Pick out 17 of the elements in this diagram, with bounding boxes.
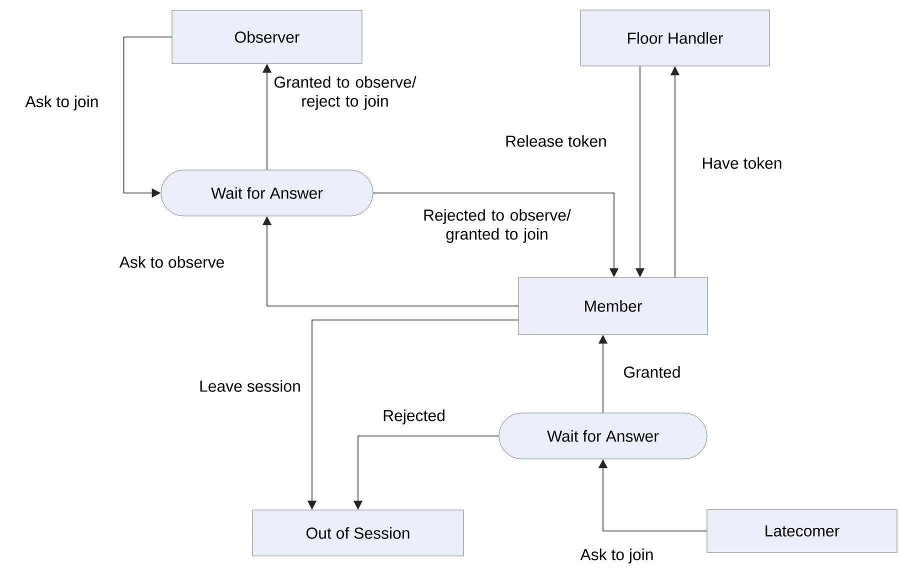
edge-label: Ask to join [580,548,653,564]
wait-state-pill: Wait for Answer [498,412,708,460]
edge-label: Granted to observe/ reject to join [274,76,416,110]
edge-label: Leave session [200,380,300,392]
edge-label: Granted [624,366,680,378]
edge-label: Rejected [384,410,444,424]
state-box: Out of Session [252,510,464,556]
wait-state-pill: Wait for Answer [160,170,374,216]
state-box: Member [518,277,708,335]
edge-label: Ask to join [25,96,98,110]
state-box: Floor Handler [580,10,770,66]
edge-label: Have token [703,157,782,169]
edge-label: Release token [506,135,606,147]
state-box: Observer [172,10,362,64]
edge-label: Rejected to observe/ granted to join [424,209,571,243]
edge-label: Ask to observe [119,256,224,268]
state-box: Latecomer [706,509,898,553]
